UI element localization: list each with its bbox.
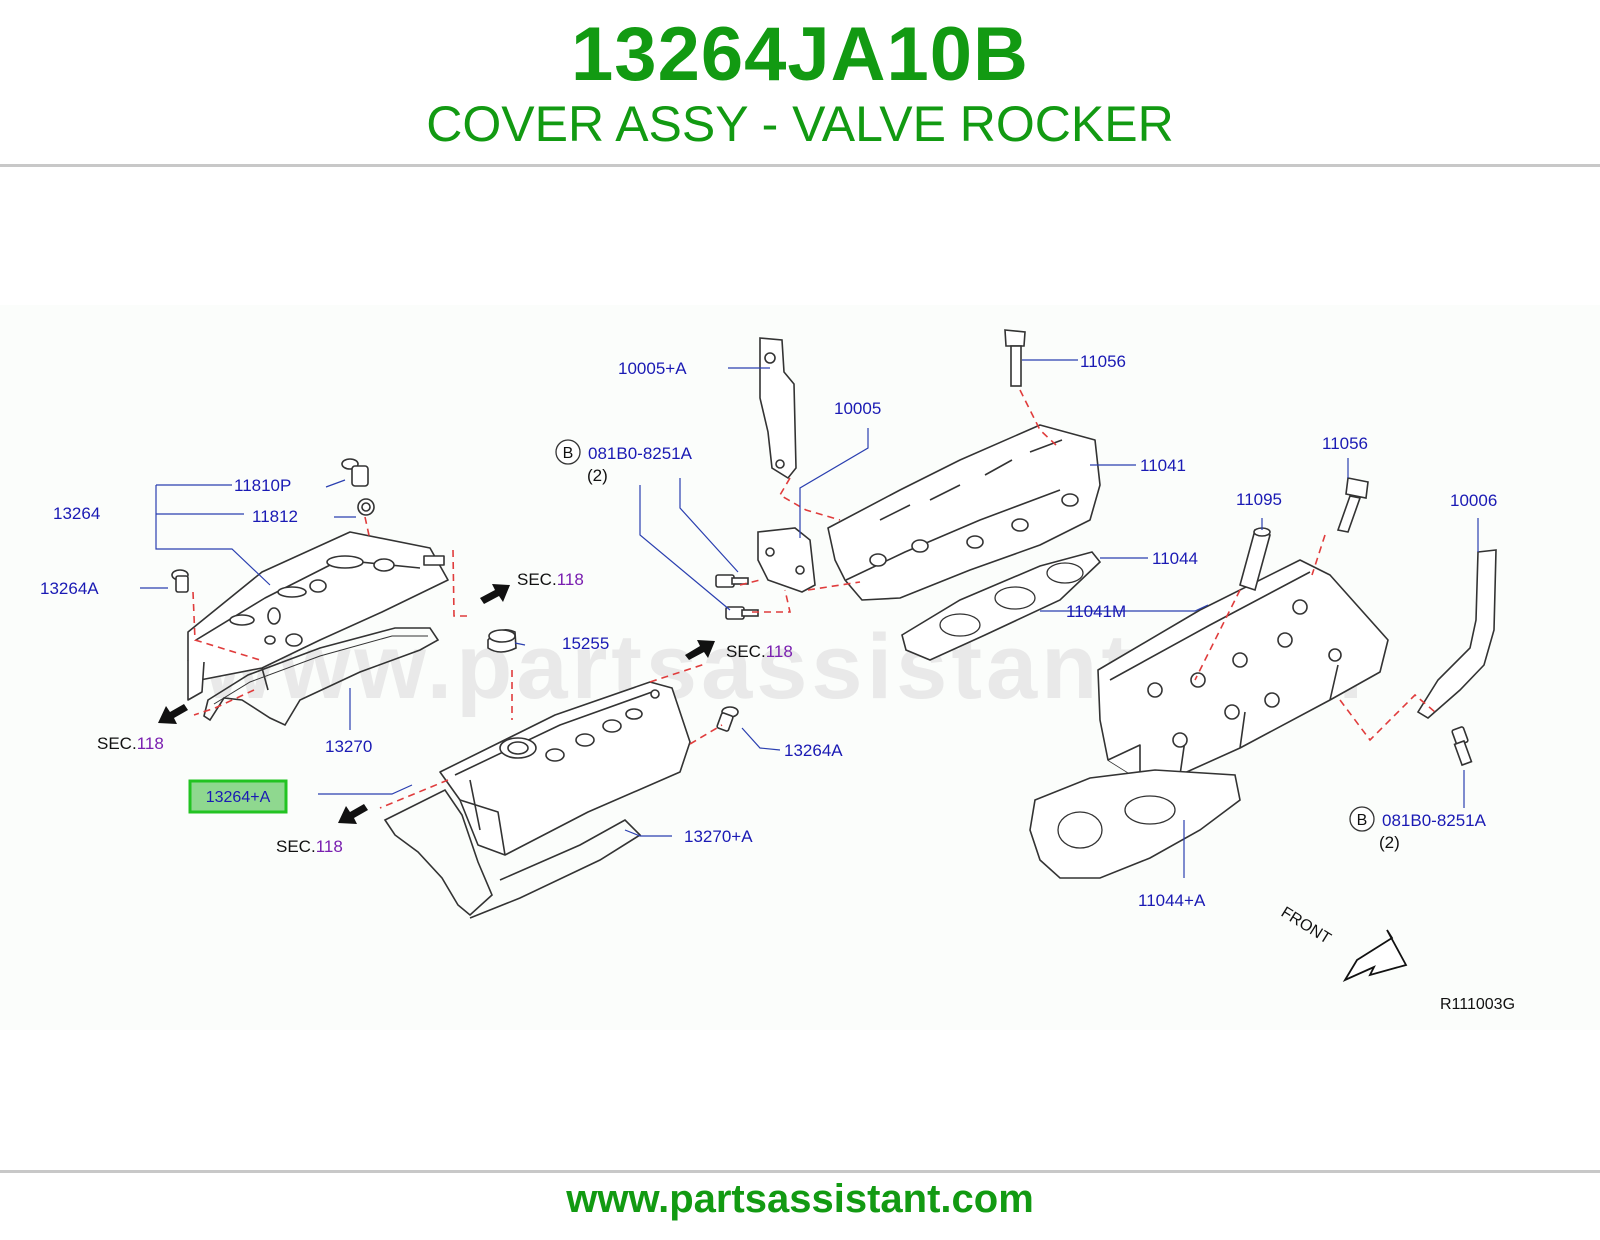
page-header: 13264JA10B COVER ASSY - VALVE ROCKER — [0, 0, 1600, 170]
bracket-10006 — [1416, 549, 1497, 719]
callout-11056-right: 11056 — [1322, 434, 1368, 453]
callout-11044: 11044 — [1152, 549, 1198, 568]
sec-label-1: SEC.118 — [517, 570, 584, 589]
valve-cover-left — [187, 531, 449, 701]
footer-website-link[interactable]: www.partsassistant.com — [566, 1177, 1034, 1221]
header-divider — [0, 164, 1600, 167]
bolt-11056-top — [1004, 329, 1026, 387]
part-number-title: 13264JA10B — [571, 12, 1029, 97]
svg-text:B: B — [1357, 812, 1368, 829]
callout-11095: 11095 — [1236, 490, 1282, 509]
callout-11041m: 11041M — [1066, 602, 1126, 621]
callout-11041: 11041 — [1140, 456, 1186, 475]
bracket-10005 — [757, 527, 816, 593]
qty-bottom: (2) — [1379, 833, 1400, 852]
figure-code: R111003G — [1440, 996, 1515, 1013]
valve-cover-center — [439, 681, 691, 856]
pcv-valve-part — [341, 458, 375, 516]
callout-10006: 10006 — [1450, 491, 1497, 510]
callout-13270-plus-a: 13270+A — [684, 827, 753, 846]
svg-text:B: B — [563, 445, 574, 462]
cylinder-head-11041 — [827, 424, 1101, 601]
part-name-subtitle: COVER ASSY - VALVE ROCKER — [426, 96, 1174, 152]
callout-11810p: 11810P — [234, 476, 291, 495]
alignment-dashed-lines — [192, 389, 1436, 809]
highlighted-callout-13264-plus-a[interactable]: 13264+A — [188, 779, 288, 814]
circle-b-bottom: B — [1349, 806, 1375, 832]
svg-text:SEC.118: SEC.118 — [276, 837, 343, 856]
bolt-13264a-right — [716, 706, 739, 732]
circle-b-top: B — [555, 439, 581, 465]
svg-text:SEC.118: SEC.118 — [517, 570, 584, 589]
callout-13264: 13264 — [53, 504, 100, 523]
callout-10005: 10005 — [834, 399, 881, 418]
callout-13270: 13270 — [325, 737, 372, 756]
bolt-11056-right — [1336, 477, 1369, 533]
cylinder-head-11041m — [1097, 559, 1389, 781]
callout-labels: 13264 11810P 11812 13264A 13270 15255 13… — [40, 352, 1497, 910]
oil-filler-cap — [487, 629, 517, 653]
bolt-13264a-left — [171, 569, 189, 593]
bracket-10005-plus-a — [759, 337, 797, 480]
callout-11812: 11812 — [252, 507, 298, 526]
footer-divider — [0, 1170, 1600, 1173]
dowel-11095 — [1239, 527, 1271, 592]
callout-15255: 15255 — [562, 634, 609, 653]
svg-text:13264+A: 13264+A — [206, 789, 271, 806]
svg-text:SEC.118: SEC.118 — [726, 642, 793, 661]
gasket-13270-plus-a — [383, 788, 642, 919]
bolt-081b0-bottom — [1451, 726, 1473, 767]
callout-081b0-bottom: 081B0-8251A — [1382, 811, 1487, 830]
front-arrow — [1342, 929, 1408, 982]
sec-label-2: SEC.118 — [726, 642, 793, 661]
sec-label-4: SEC.118 — [276, 837, 343, 856]
gasket-13270 — [203, 627, 440, 727]
leader-lines — [140, 359, 1479, 878]
callout-13264a-right: 13264A — [784, 741, 843, 760]
callout-10005-plus-a: 10005+A — [618, 359, 687, 378]
parts-diagram: www.partsassistant.com — [0, 305, 1600, 1030]
sec-label-3: SEC.118 — [97, 734, 164, 753]
callout-11044-plus-a: 11044+A — [1138, 891, 1206, 910]
callout-081b0-top: 081B0-8251A — [588, 444, 693, 463]
head-gasket-11044-plus-a — [1029, 769, 1241, 879]
callout-11056-top: 11056 — [1080, 352, 1126, 371]
qty-top: (2) — [587, 466, 608, 485]
sec-arrows — [158, 584, 715, 824]
svg-text:SEC.118: SEC.118 — [97, 734, 164, 753]
callout-13264a-left: 13264A — [40, 579, 99, 598]
bolts-081b0-top — [715, 574, 759, 620]
